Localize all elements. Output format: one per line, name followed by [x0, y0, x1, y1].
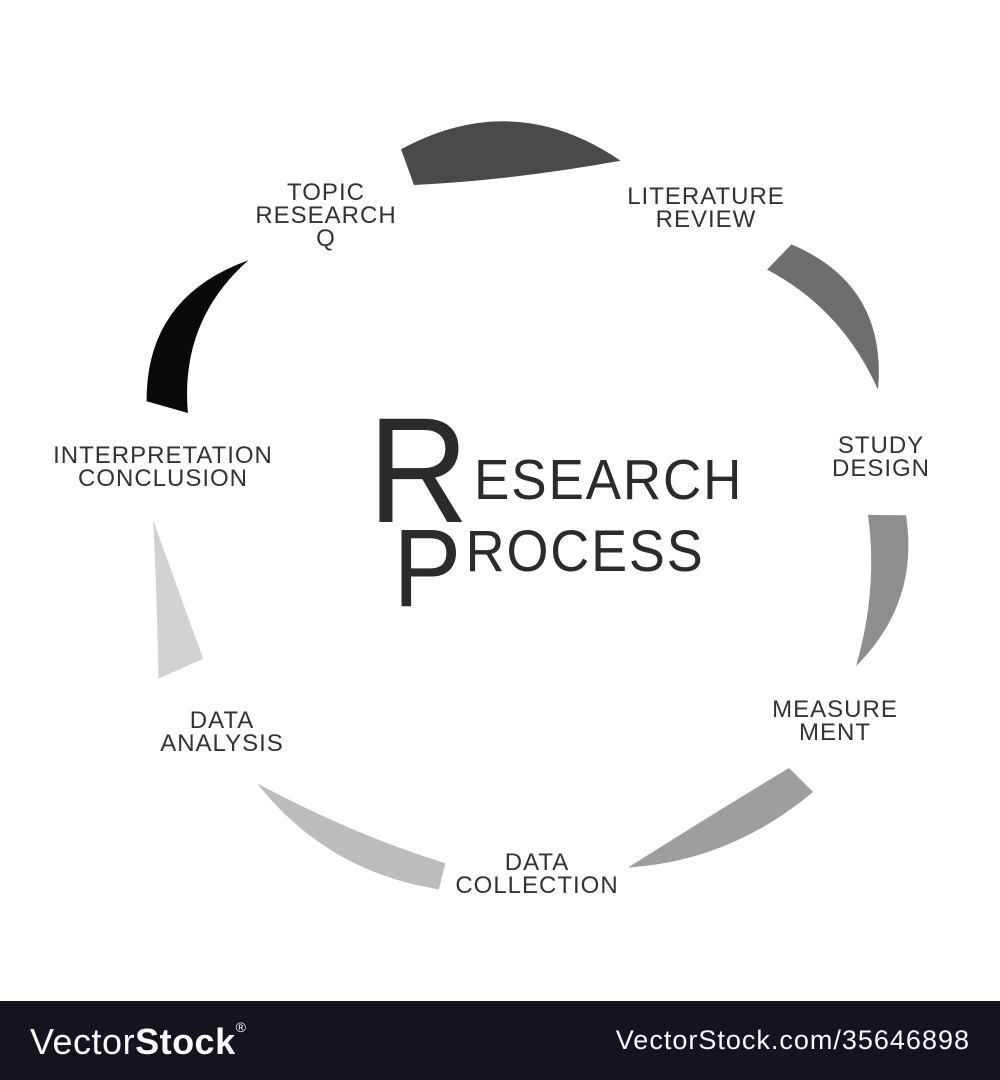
arrow-interpretation-to-topic	[146, 260, 249, 413]
stage-line: ANALYSIS	[160, 730, 284, 757]
stage-label-interpretation-conclusion: INTERPRETATION CONCLUSION	[53, 442, 273, 492]
registered-mark: ®	[235, 1018, 247, 1035]
stage-label-measurement: MEASURE MENT	[772, 696, 898, 746]
watermark-url: VectorStock.com/35646898	[615, 1025, 970, 1055]
title-initial-p: P	[393, 507, 462, 630]
stage-line: INTERPRETATION	[53, 442, 273, 469]
stage-line: CONCLUSION	[77, 465, 249, 492]
arrow-study-to-measurement	[856, 514, 909, 667]
stage-line: MENT	[799, 719, 871, 746]
title-initial-r: R	[368, 386, 469, 554]
watermark-footer-bar: VectorStock® VectorStock.com/35646898	[0, 1001, 1000, 1080]
stage-label-data-collection: DATA COLLECTION	[455, 849, 619, 899]
arrow-analysis-to-interpretation	[153, 520, 204, 679]
logo-text-stock: Stock	[135, 1020, 236, 1062]
arrow-topic-to-literature	[401, 121, 621, 185]
title-word-process: ROCESS	[465, 519, 705, 584]
arrow-measurement-to-collection	[628, 768, 813, 868]
logo-text-vector: Vector	[30, 1020, 136, 1062]
stage-line: LITERATURE	[627, 183, 785, 210]
diagram-title: R ESEARCH P ROCESS	[26, 0, 956, 1080]
stage-line: Q	[316, 225, 336, 252]
stage-label-topic-research-q: TOPIC RESEARCH Q	[255, 179, 397, 252]
stage-line: DESIGN	[831, 455, 931, 482]
stage-label-study-design: STUDY DESIGN	[831, 432, 931, 482]
stage-label-literature-review: LITERATURE REVIEW	[627, 183, 785, 233]
arrow-literature-to-study	[767, 244, 879, 390]
arrow-collection-to-analysis	[257, 783, 446, 890]
stage-line: COLLECTION	[455, 872, 619, 899]
stage-line: MEASURE	[772, 696, 898, 723]
stage-line: RESEARCH	[255, 202, 397, 229]
stage-line: DATA	[504, 849, 570, 876]
stage-line: DATA	[189, 707, 255, 734]
stage-line: REVIEW	[655, 206, 757, 233]
stage-line: TOPIC	[287, 179, 365, 206]
stage-line: STUDY	[837, 432, 925, 459]
stage-label-data-analysis: DATA ANALYSIS	[160, 707, 284, 757]
vectorstock-logo: VectorStock®	[30, 1019, 246, 1063]
title-word-research: ESEARCH	[474, 448, 744, 512]
